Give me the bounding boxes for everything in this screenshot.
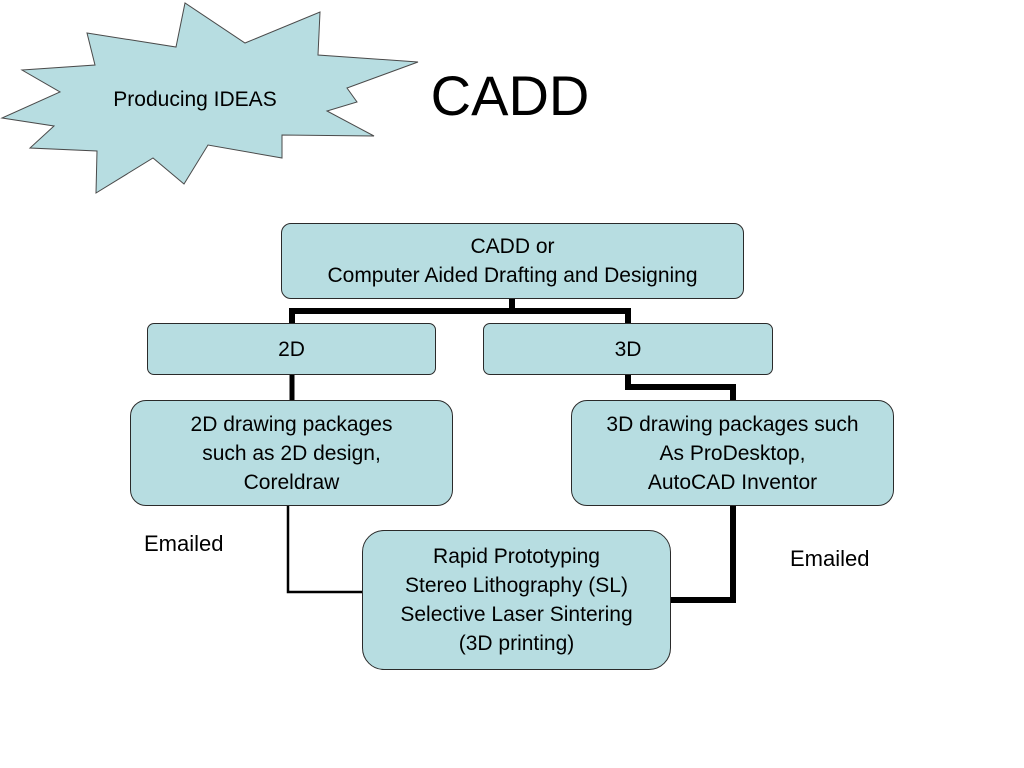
node-2d-packages-line: 2D drawing packages: [190, 412, 393, 436]
connector-root-to-2d: [289, 296, 515, 326]
node-rapid-prototyping-line: Selective Laser Sintering: [400, 603, 633, 626]
connector-root-to-3d: [509, 308, 631, 326]
node-rapid-prototyping-line: Stereo Lithography (SL): [405, 574, 628, 597]
node-cadd-root-line: CADD or: [470, 235, 555, 258]
node-2d-packages: 2D drawing packages such as 2D design, C…: [130, 400, 453, 506]
note-emailed-right: Emailed: [790, 546, 870, 571]
node-3d-label: 3D: [614, 337, 642, 361]
slide-title: CADD: [430, 64, 590, 127]
note-emailed-left: Emailed: [144, 531, 224, 556]
node-rapid-prototyping: Rapid Prototyping Stereo Lithography (SL…: [362, 530, 671, 670]
node-3d-packages: 3D drawing packages such As ProDesktop, …: [571, 400, 894, 506]
connector-3d-packages-to-prototyping: [668, 503, 736, 603]
node-2d-label: 2D: [278, 337, 305, 361]
node-rapid-prototyping-line: (3D printing): [458, 632, 575, 655]
node-3d-packages-line: As ProDesktop,: [659, 441, 806, 465]
node-3d: 3D: [483, 323, 773, 375]
node-3d-packages-line: AutoCAD Inventor: [647, 470, 818, 494]
node-cadd-root: CADD or Computer Aided Drafting and Desi…: [281, 223, 744, 299]
connector-2d-packages-to-prototyping: [286, 504, 364, 594]
node-2d-packages-line: such as 2D design,: [202, 441, 381, 465]
connector-3d-to-packages: [625, 372, 736, 403]
starburst-label: Producing IDEAS: [113, 88, 277, 111]
starburst-shape: [0, 2, 419, 194]
node-2d: 2D: [147, 323, 436, 375]
node-2d-packages-line: Coreldraw: [243, 470, 340, 494]
node-cadd-root-line: Computer Aided Drafting and Designing: [327, 264, 698, 287]
node-rapid-prototyping-line: Rapid Prototyping: [433, 545, 600, 568]
node-3d-packages-line: 3D drawing packages such: [606, 412, 859, 436]
